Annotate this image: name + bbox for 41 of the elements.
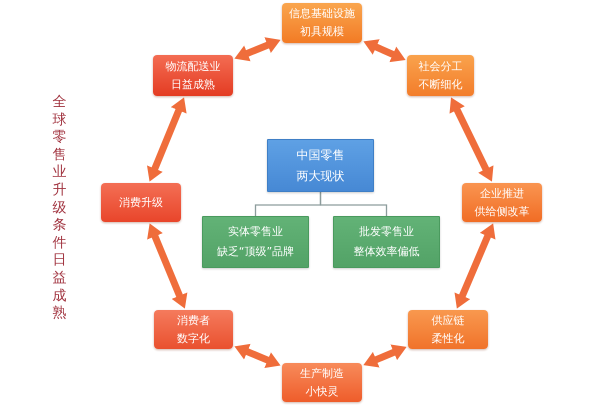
title-text: 消费者 xyxy=(177,312,210,328)
subtitle-text: 缺乏“顶级”品牌 xyxy=(216,244,294,260)
title-text: 社会分工 xyxy=(418,58,462,74)
double-arrow xyxy=(234,37,281,62)
branch-box xyxy=(202,216,309,268)
connector-line xyxy=(320,192,388,216)
title-text: 企业推进 xyxy=(480,186,524,202)
subtitle-text: 两大现状 xyxy=(296,168,344,184)
subtitle-text: 不断细化 xyxy=(418,76,462,92)
double-arrow xyxy=(363,344,407,368)
title-text: 供应链 xyxy=(432,312,464,328)
rounded-box xyxy=(101,183,181,222)
double-arrow xyxy=(234,344,281,368)
title-text: 物流配送业 xyxy=(166,58,220,74)
subtitle-text: 柔性化 xyxy=(432,330,464,346)
double-arrow xyxy=(450,97,494,182)
subtitle-text: 整体效率偏低 xyxy=(354,244,420,260)
vertical-title: 全球零售业升级条件日益成熟 xyxy=(52,94,67,323)
subtitle-text: 初具规模 xyxy=(300,24,344,40)
rounded-box xyxy=(282,3,362,43)
subtitle-text: 日益成熟 xyxy=(171,76,215,92)
subtitle-text: 小快灵 xyxy=(306,384,338,400)
subtitle-text: 数字化 xyxy=(177,330,210,346)
rounded-box xyxy=(407,55,474,96)
branch-box xyxy=(333,216,440,268)
double-arrow xyxy=(363,39,406,62)
title-text: 中国零售 xyxy=(296,146,344,164)
subtitle-text: 供给侧改革 xyxy=(474,204,530,220)
title-text: 实体零售业 xyxy=(228,224,283,240)
title-text: 生产制造 xyxy=(300,366,344,382)
rounded-box xyxy=(154,310,233,349)
double-arrow xyxy=(454,223,496,309)
title-text: 批发零售业 xyxy=(359,224,414,240)
rounded-box xyxy=(408,310,488,349)
header-box xyxy=(267,139,374,192)
title-text: 信息基础设施 xyxy=(289,6,355,22)
rounded-box xyxy=(153,55,233,96)
rounded-box xyxy=(462,183,542,222)
title-text: 消费升级 xyxy=(119,194,163,210)
double-arrow xyxy=(147,97,187,182)
rounded-box xyxy=(282,363,362,402)
